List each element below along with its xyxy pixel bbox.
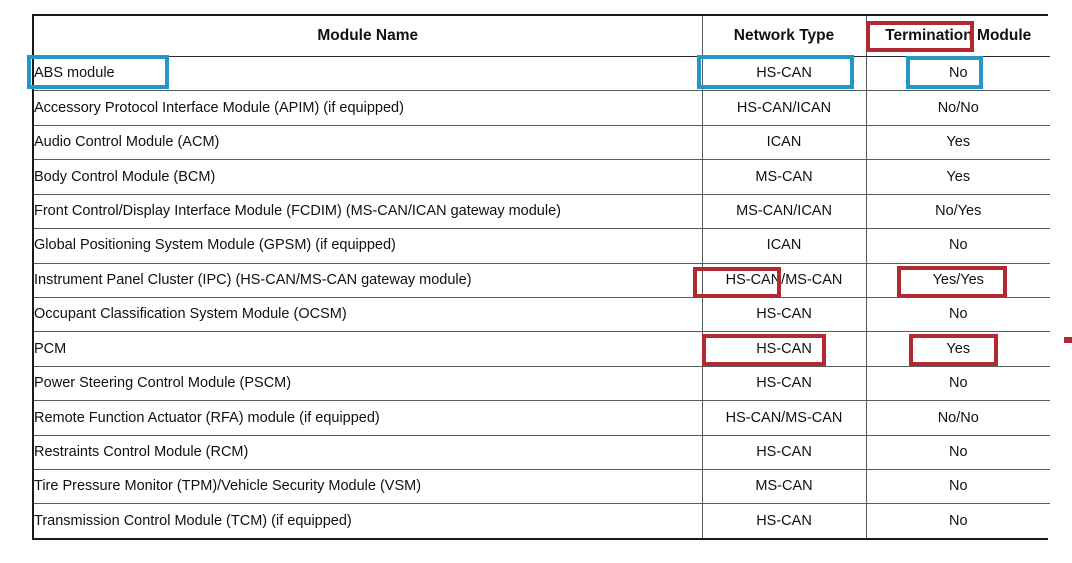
header-row: Module Name Network Type Termination Mod… (34, 16, 1050, 57)
column-header-module-name: Module Name (34, 16, 703, 57)
module-name-cell: Remote Function Actuator (RFA) module (i… (34, 400, 703, 436)
highlight-box-margin-mark (1064, 337, 1072, 343)
table-row: Occupant Classification System Module (O… (34, 296, 1050, 333)
network-type-cell: HS-CAN/MS-CAN (701, 262, 867, 298)
termination-cell: No (865, 503, 1050, 538)
column-header-network-type: Network Type (701, 16, 867, 57)
spec-table: Module Name Network Type Termination Mod… (34, 16, 1050, 538)
module-name-cell: Tire Pressure Monitor (TPM)/Vehicle Secu… (34, 469, 703, 505)
network-type-cell: HS-CAN/ICAN (701, 90, 867, 126)
module-name-cell: Instrument Panel Cluster (IPC) (HS-CAN/M… (34, 262, 703, 298)
network-type-cell: HS-CAN/MS-CAN (701, 400, 867, 436)
module-network-table: Module Name Network Type Termination Mod… (32, 14, 1050, 540)
column-header-termination-module: Termination Module (865, 16, 1050, 57)
network-type-cell: HS-CAN (701, 55, 867, 92)
module-name-cell: Body Control Module (BCM) (34, 159, 703, 195)
module-name-cell: PCM (34, 331, 703, 367)
module-name-cell: Power Steering Control Module (PSCM) (34, 365, 703, 402)
termination-cell: No (865, 228, 1050, 264)
network-type-cell: HS-CAN (701, 434, 867, 471)
termination-cell: No (865, 296, 1050, 333)
termination-cell: No/No (865, 400, 1050, 436)
table-row: Transmission Control Module (TCM) (if eq… (34, 503, 1050, 538)
module-name-cell: Accessory Protocol Interface Module (API… (34, 90, 703, 126)
table-row: Instrument Panel Cluster (IPC) (HS-CAN/M… (34, 262, 1050, 298)
table-row: Power Steering Control Module (PSCM)HS-C… (34, 365, 1050, 402)
network-type-cell: MS-CAN (701, 159, 867, 195)
module-name-cell: Audio Control Module (ACM) (34, 124, 703, 161)
module-name-cell: Global Positioning System Module (GPSM) … (34, 228, 703, 264)
module-name-cell: ABS module (34, 55, 703, 92)
table-row: Accessory Protocol Interface Module (API… (34, 90, 1050, 126)
module-name-cell: Front Control/Display Interface Module (… (34, 193, 703, 230)
termination-cell: Yes (865, 124, 1050, 161)
termination-cell: No (865, 55, 1050, 92)
termination-cell: Yes/Yes (865, 262, 1050, 298)
table-header: Module Name Network Type Termination Mod… (34, 16, 1050, 57)
network-type-cell: ICAN (701, 124, 867, 161)
termination-cell: No (865, 434, 1050, 471)
module-name-cell: Occupant Classification System Module (O… (34, 296, 703, 333)
termination-cell: No/Yes (865, 193, 1050, 230)
network-type-cell: ICAN (701, 228, 867, 264)
table-row: Tire Pressure Monitor (TPM)/Vehicle Secu… (34, 469, 1050, 505)
termination-cell: No (865, 469, 1050, 505)
termination-cell: No (865, 365, 1050, 402)
termination-cell: Yes (865, 331, 1050, 367)
network-type-cell: HS-CAN (701, 503, 867, 538)
network-type-cell: MS-CAN (701, 469, 867, 505)
termination-cell: Yes (865, 159, 1050, 195)
module-name-cell: Transmission Control Module (TCM) (if eq… (34, 503, 703, 538)
table-row: Global Positioning System Module (GPSM) … (34, 228, 1050, 264)
network-type-cell: HS-CAN (701, 331, 867, 367)
table-row: Remote Function Actuator (RFA) module (i… (34, 400, 1050, 436)
module-name-cell: Restraints Control Module (RCM) (34, 434, 703, 471)
table-row: Front Control/Display Interface Module (… (34, 193, 1050, 230)
network-type-cell: MS-CAN/ICAN (701, 193, 867, 230)
termination-cell: No/No (865, 90, 1050, 126)
network-type-cell: HS-CAN (701, 365, 867, 402)
network-type-cell: HS-CAN (701, 296, 867, 333)
